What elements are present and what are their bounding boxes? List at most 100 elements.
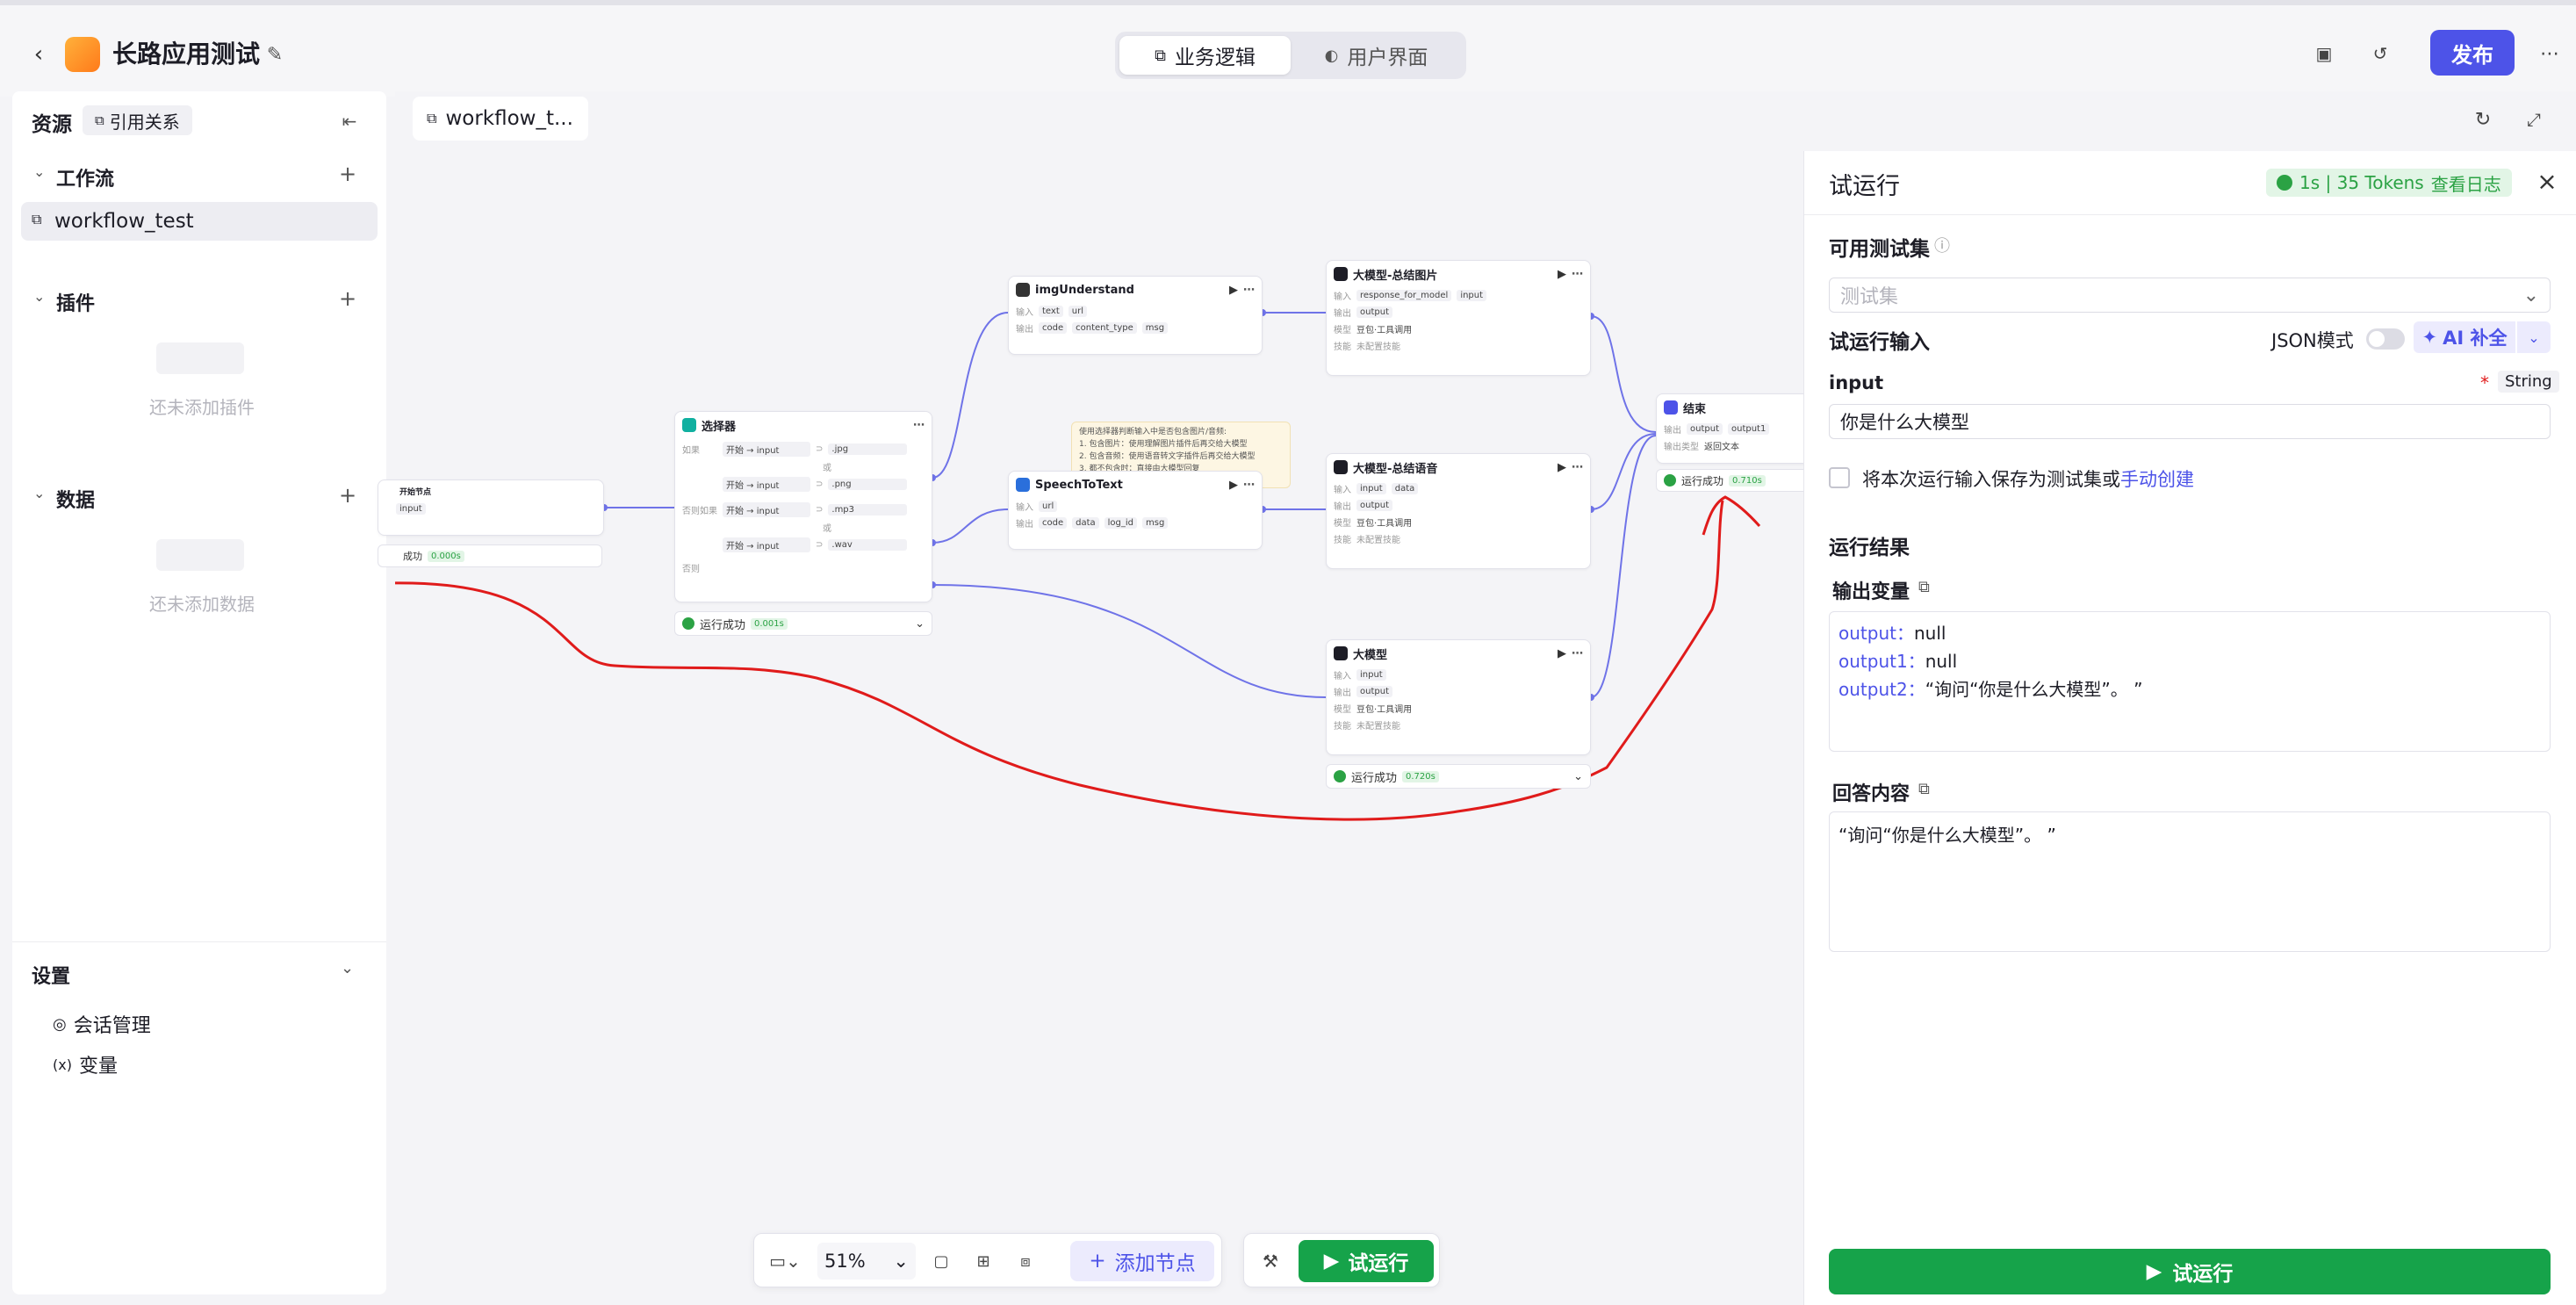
- play-icon[interactable]: ▶: [1229, 478, 1238, 492]
- edit-icon[interactable]: ✎: [266, 43, 284, 66]
- play-icon[interactable]: ▶: [1558, 646, 1566, 660]
- ai-fill-button[interactable]: ✦ AI 补全: [2414, 321, 2515, 353]
- play-icon[interactable]: ▶: [1558, 460, 1566, 474]
- collapse-sidebar-icon[interactable]: ⇤: [342, 111, 357, 132]
- test-run-button[interactable]: ▶ 试运行: [1299, 1240, 1434, 1282]
- more-icon[interactable]: ⋯: [2540, 42, 2559, 65]
- save-testset-checkbox[interactable]: [1829, 467, 1850, 488]
- history-icon[interactable]: ↺: [2372, 43, 2388, 64]
- copy-icon[interactable]: ⧉: [1918, 578, 1930, 596]
- publish-button[interactable]: 发布: [2430, 30, 2515, 76]
- close-icon[interactable]: ×: [2536, 166, 2558, 196]
- archive-icon[interactable]: ▣: [2315, 43, 2333, 64]
- panel-run-button[interactable]: ▶ 试运行: [1829, 1249, 2551, 1294]
- more-icon[interactable]: ⋯: [1243, 478, 1255, 492]
- resource-sidebar: 资源 ⧉ 引用关系 ⇤ ⌄ 工作流 + ⧉ workflow_test ⌄ 插件…: [12, 91, 386, 1294]
- output-vars-label: 输出变量: [1832, 581, 1910, 603]
- info-icon: ⓘ: [1934, 237, 1950, 256]
- canvas-tab[interactable]: ⧉ workflow_t...: [413, 97, 588, 141]
- resources-label: 资源: [32, 113, 72, 136]
- start-run-status[interactable]: 成功 0.000s: [378, 544, 602, 567]
- add-workflow-icon[interactable]: +: [339, 162, 357, 186]
- chevron-down-icon[interactable]: ⌄: [33, 485, 46, 501]
- test-run-panel: 试运行 1s | 35 Tokens 查看日志 × 可用测试集 ⓘ 测试集 ⌄ …: [1803, 151, 2576, 1305]
- tab-user-interface[interactable]: ◐ 用户界面: [1324, 46, 1428, 70]
- edge-selector-speech: [932, 508, 1009, 544]
- chevron-down-icon[interactable]: ⌄: [33, 163, 46, 180]
- add-data-icon[interactable]: +: [339, 483, 357, 508]
- run-toolbar: ⚒ ▶ 试运行: [1243, 1233, 1440, 1287]
- end-icon: [1664, 400, 1678, 415]
- view-log-link[interactable]: 查看日志: [2430, 173, 2501, 195]
- copy-icon[interactable]: ⧉: [1918, 780, 1930, 798]
- chevron-down-icon[interactable]: ⌄: [915, 616, 925, 631]
- zoom-select[interactable]: 51% ⌄: [817, 1243, 916, 1280]
- play-icon[interactable]: ▶: [1229, 283, 1238, 297]
- annotation-stroke: [395, 495, 1761, 821]
- more-icon[interactable]: ⋯: [1243, 283, 1255, 297]
- llm-run-status[interactable]: 运行成功 0.720s ⌄: [1326, 764, 1591, 789]
- settings-section-label: 设置: [32, 966, 71, 988]
- empty-placeholder-icon: [156, 342, 244, 374]
- tab-business-logic[interactable]: ⧉ 业务逻辑: [1119, 36, 1291, 75]
- manual-create-link[interactable]: 手动创建: [2120, 469, 2194, 490]
- layout-icon[interactable]: ⊞: [976, 1251, 990, 1271]
- top-bar: ‹ 长路应用测试 ✎ ⧉ 业务逻辑 ◐ 用户界面 ▣ ↺ 发布 ⋯: [0, 0, 2576, 97]
- more-icon[interactable]: ⋯: [1572, 460, 1583, 474]
- chevron-down-icon[interactable]: ⌄: [1573, 769, 1583, 783]
- back-icon[interactable]: ‹: [33, 41, 44, 68]
- selector-node[interactable]: 选择器 ⋯ 如果开始 → input⊃.jpg 或 开始 → input⊃.pn…: [674, 411, 932, 602]
- end-run-status[interactable]: 运行成功 0.710s: [1656, 469, 1814, 492]
- more-icon[interactable]: ⋯: [913, 418, 925, 432]
- testset-select[interactable]: 测试集 ⌄: [1829, 278, 2551, 313]
- more-icon[interactable]: ⋯: [1572, 267, 1583, 281]
- sidebar-item-sessions[interactable]: ◎ 会话管理: [53, 1014, 151, 1038]
- llm-icon: [1334, 460, 1348, 474]
- comment-icon[interactable]: ▢: [933, 1251, 949, 1271]
- start-node[interactable]: 开始节点 input: [378, 479, 604, 536]
- selector-run-status[interactable]: 运行成功 0.001s ⌄: [674, 611, 932, 636]
- workflow-section-label: 工作流: [56, 169, 115, 191]
- param-chip: input: [396, 503, 426, 515]
- more-icon[interactable]: ⋯: [1572, 646, 1583, 660]
- output-vars-box: output：null output1：null output2：“询问“你是什…: [1829, 611, 2551, 752]
- chevron-down-icon[interactable]: ⌄: [341, 959, 355, 977]
- chevron-down-icon: ⌄: [893, 1251, 909, 1272]
- speech-plugin-icon: [1016, 478, 1030, 492]
- expand-icon[interactable]: ⤢: [2527, 109, 2541, 130]
- json-mode-toggle[interactable]: [2366, 328, 2405, 350]
- empty-placeholder-icon: [156, 539, 244, 571]
- sidebar-item-workflow-test[interactable]: ⧉ workflow_test: [21, 202, 378, 241]
- minimap-icon[interactable]: ▭⌄: [769, 1251, 801, 1272]
- sidebar-item-variables[interactable]: (x) 变量: [53, 1056, 118, 1078]
- node-title: 开始节点: [399, 487, 432, 497]
- edge-llm-end: [1590, 435, 1657, 698]
- play-icon: ▶: [1323, 1250, 1340, 1273]
- json-mode-label: JSON模式: [2271, 330, 2354, 351]
- sparkle-icon: ✦: [2421, 327, 2438, 348]
- plugin-empty-text: 还未添加插件: [149, 397, 255, 418]
- app-logo-icon: [65, 37, 100, 72]
- edge-llmimg-end: [1590, 315, 1657, 433]
- tool-icon[interactable]: ⚒: [1263, 1251, 1278, 1272]
- app-title: 长路应用测试: [112, 40, 261, 68]
- screenshot-icon[interactable]: ⧈: [1020, 1251, 1031, 1271]
- references-button[interactable]: ⧉ 引用关系: [83, 105, 192, 135]
- edge-llmaudio-end: [1590, 433, 1657, 510]
- add-node-button[interactable]: + 添加节点: [1070, 1241, 1214, 1281]
- ai-fill-dropdown[interactable]: ⌄: [2517, 321, 2551, 353]
- refresh-icon[interactable]: ↻: [2474, 108, 2492, 131]
- chevron-down-icon[interactable]: ⌄: [33, 288, 46, 305]
- llm-icon: [1334, 646, 1348, 660]
- add-plugin-icon[interactable]: +: [339, 286, 357, 311]
- run-status-badge[interactable]: 1s | 35 Tokens 查看日志: [2266, 169, 2512, 197]
- play-icon[interactable]: ▶: [1558, 267, 1566, 281]
- input-field[interactable]: 你是什么大模型: [1829, 404, 2551, 439]
- image-plugin-icon: [1016, 283, 1030, 297]
